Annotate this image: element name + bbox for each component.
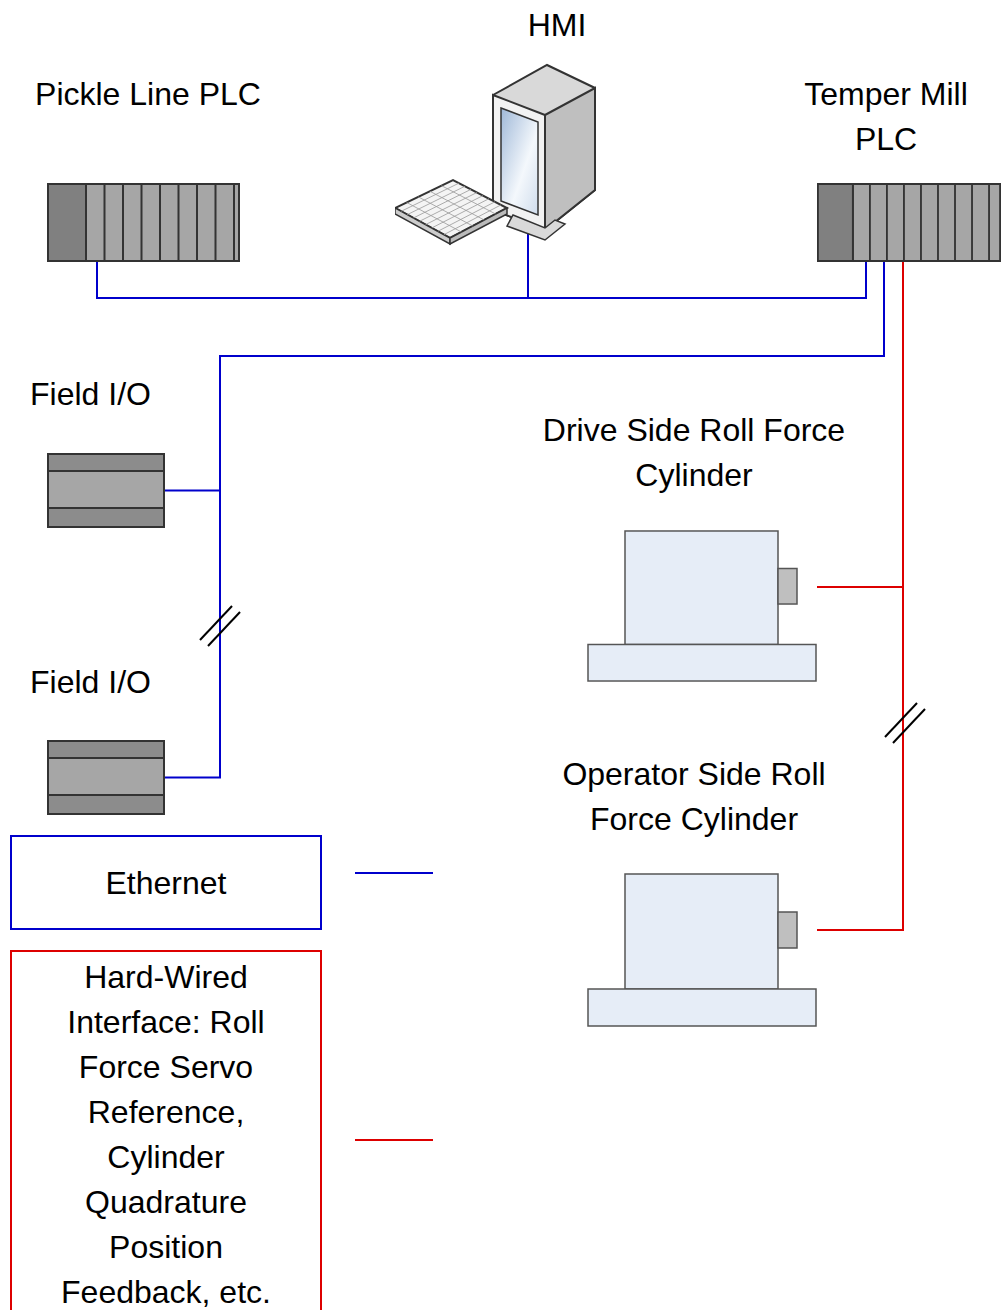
ethernet-connector [528,262,866,298]
io-module [47,453,165,528]
legend-sample-line [355,1139,433,1141]
node-label: Field I/O [30,372,230,417]
hmi-node: HMI [395,60,600,262]
node-label: Pickle Line PLC [0,72,298,117]
legend-box: Ethernet [10,835,322,930]
break-mark [200,606,925,743]
node-label: Field I/O [30,660,230,705]
field-io-node: Field I/O [47,453,165,528]
legend-box: Hard-Wired Interface: Roll Force Servo R… [10,950,322,1310]
roll-force-cylinder [587,530,817,682]
node-label: Operator Side Roll Force Cylinder [534,752,854,842]
ethernet-connector [97,262,866,298]
legend-text: Ethernet [21,861,311,906]
plc-rack-node: Pickle Line PLC [47,183,240,262]
node-label: Temper Mill PLC [776,72,996,162]
hard-wired-connector [817,262,903,930]
plc-rack [47,183,240,262]
plc-rack-node: Temper Mill PLC [817,183,1001,262]
ethernet-connector [165,262,884,491]
hmi-computer [395,60,600,262]
legend-sample-line [355,872,433,874]
legend-text: Hard-Wired Interface: Roll Force Servo R… [35,955,297,1310]
ethernet-connector [165,262,884,778]
plc-rack [817,183,1001,262]
roll-force-cylinder [587,873,817,1027]
cylinder-node: Drive Side Roll Force Cylinder [587,530,817,682]
cylinder-node: Operator Side Roll Force Cylinder [587,873,817,1027]
node-label: HMI [457,3,657,48]
field-io-node: Field I/O [47,740,165,815]
node-label: Drive Side Roll Force Cylinder [534,408,854,498]
io-module [47,740,165,815]
